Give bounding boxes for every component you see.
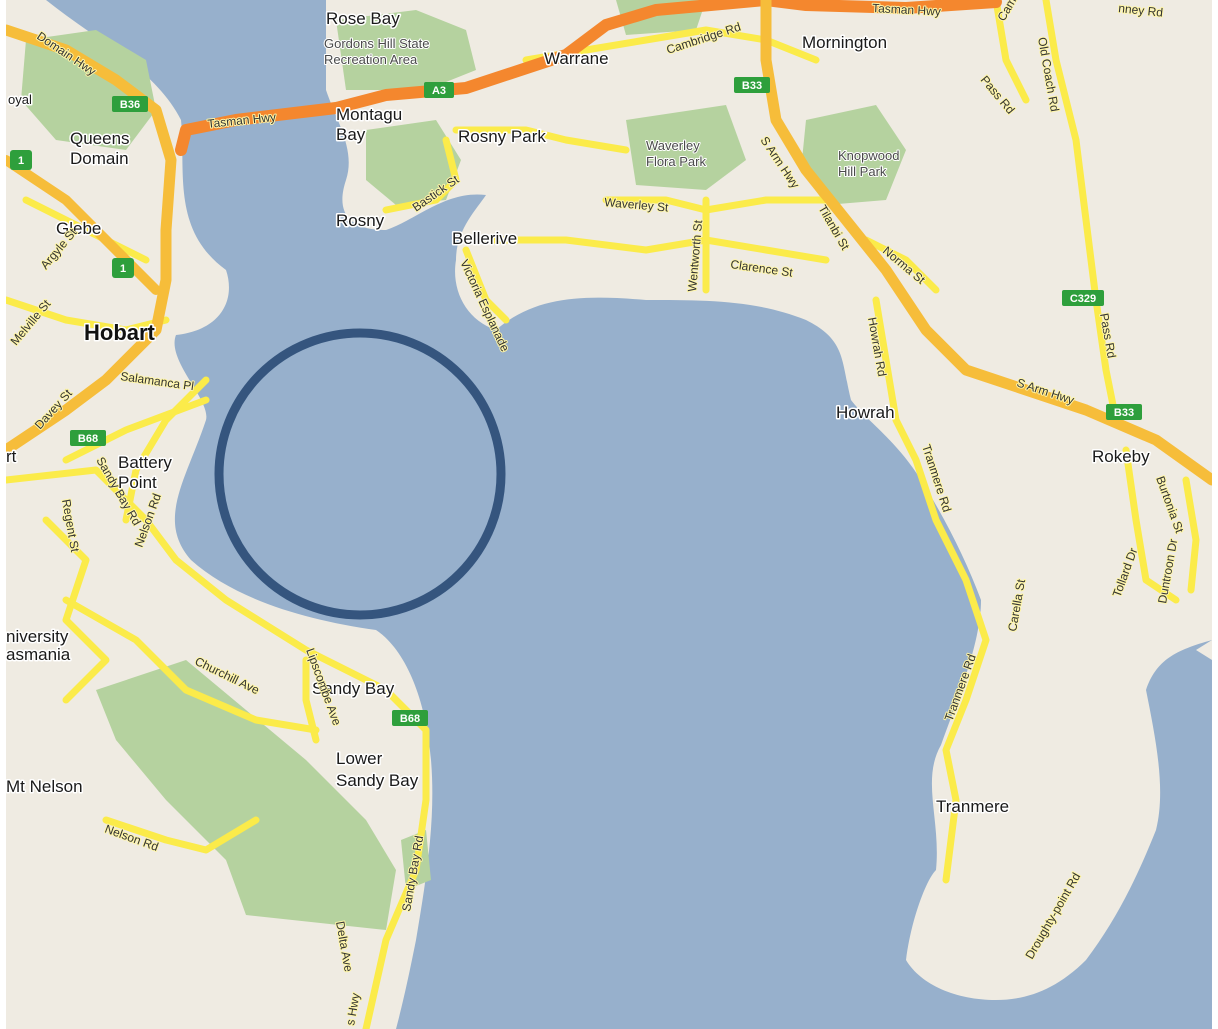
label-warrane: Warrane: [544, 49, 609, 68]
highlight-circle: [214, 328, 506, 620]
land-east-edge: [1196, 640, 1212, 660]
label-howrah: Howrah: [836, 403, 895, 422]
shield-1-top: 1: [10, 150, 32, 170]
label-university-line-1: niversity: [6, 627, 69, 646]
label-tranmere: Tranmere: [936, 797, 1009, 816]
road-label-tasman-hwy-2: Tasman Hwy: [872, 1, 941, 19]
park-domain: [21, 30, 156, 150]
minor-roads: [6, 0, 1200, 1029]
label-glebe: Glebe: [56, 219, 101, 238]
park-montagu: [366, 120, 461, 205]
svg-text:1: 1: [18, 155, 24, 167]
park-waverley: [626, 105, 746, 190]
label-bellerive: Bellerive: [452, 229, 517, 248]
road-label-chanley-rd: nney Rd: [1118, 1, 1164, 20]
label-gordons-hill-line-1: Gordons Hill State: [324, 36, 430, 51]
road-label-wentworth-st: Wentworth St: [685, 219, 705, 292]
label-hobart: Hobart: [84, 320, 156, 345]
label-knopwood-line-2: Hill Park: [838, 164, 887, 179]
label-battery-point-line-1: Battery: [118, 453, 172, 472]
land-north: [326, 0, 1212, 1000]
svg-text:B33: B33: [1114, 407, 1134, 419]
shield-b33-right: B33: [1106, 404, 1142, 420]
label-queens-domain-line-2: Domain: [70, 149, 129, 168]
label-rose-bay: Rose Bay: [326, 9, 400, 28]
shield-1-mid: 1: [112, 258, 134, 278]
map-view[interactable]: A3 B33 B36 1 1 B68 B68 C329 B33 Rose Bay…: [6, 0, 1212, 1029]
shield-c329: C329: [1062, 290, 1104, 306]
label-knopwood-line-1: Knopwood: [838, 148, 899, 163]
label-lower-sandy-bay-line-2: Sandy Bay: [336, 771, 419, 790]
label-university-line-2: asmania: [6, 645, 71, 664]
svg-text:B36: B36: [120, 99, 140, 111]
park-gordons-hill: [336, 10, 476, 90]
land-west: [6, 0, 433, 1029]
shield-b68-left: B68: [70, 430, 106, 446]
label-gordons-hill-line-2: Recreation Area: [324, 52, 418, 67]
label-sandy-bay: Sandy Bay: [312, 679, 395, 698]
svg-text:C329: C329: [1070, 293, 1096, 305]
park-west-green: [96, 660, 396, 930]
label-montagu-bay-line-1: Montagu: [336, 105, 402, 124]
label-queens-domain-line-1: Queens: [70, 129, 130, 148]
shield-a3: A3: [424, 82, 454, 98]
label-waverley-flora-line-1: Waverley: [646, 138, 700, 153]
label-rt: rt: [6, 447, 17, 466]
shield-b36: B36: [112, 96, 148, 112]
svg-text:B68: B68: [78, 433, 98, 445]
svg-text:B33: B33: [742, 80, 762, 92]
label-lower-sandy-bay-line-1: Lower: [336, 749, 383, 768]
map-canvas: A3 B33 B36 1 1 B68 B68 C329 B33 Rose Bay…: [6, 0, 1212, 1029]
label-waverley-flora-line-2: Flora Park: [646, 154, 706, 169]
shield-b33-top: B33: [734, 77, 770, 93]
road-label-hwy-s: s Hwy: [343, 992, 362, 1027]
label-mornington: Mornington: [802, 33, 887, 52]
svg-text:B68: B68: [400, 713, 420, 725]
svg-text:1: 1: [120, 263, 126, 275]
svg-text:A3: A3: [432, 85, 446, 97]
label-rosny: Rosny: [336, 211, 385, 230]
label-mt-nelson: Mt Nelson: [6, 777, 83, 796]
park-knopwood: [801, 105, 906, 205]
shield-b68-bottom: B68: [392, 710, 428, 726]
label-montagu-bay-line-2: Bay: [336, 125, 366, 144]
label-royal: oyal: [8, 92, 32, 107]
label-rosny-park: Rosny Park: [458, 127, 546, 146]
label-battery-point-line-2: Point: [118, 473, 157, 492]
label-rokeby: Rokeby: [1092, 447, 1150, 466]
road-label-waverley-st: Waverley St: [604, 195, 670, 215]
